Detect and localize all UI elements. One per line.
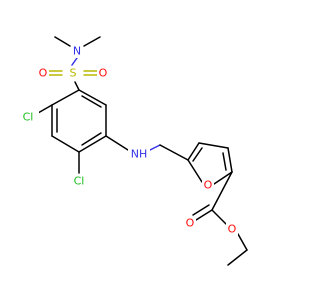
bond-c1-nh <box>105 135 129 151</box>
atom-o-furan: O <box>204 179 213 192</box>
atom-labels: N S O O Cl Cl NH O O O <box>17 45 238 236</box>
bond-furan-c4-c3 <box>198 142 229 149</box>
atom-cl-upper: Cl <box>23 111 34 124</box>
bond-furan-c2-o <box>213 171 233 185</box>
bond-n-methyl-right <box>83 36 101 47</box>
atom-s-sulfonyl: S <box>70 67 77 80</box>
bond-furan-c3-c2-inner <box>222 152 227 171</box>
bond-ring-c1-c2-inner <box>81 132 102 146</box>
bond-ch2-furan <box>159 144 189 161</box>
bond-ester-o-ch2 <box>237 233 248 251</box>
bonds <box>37 36 248 266</box>
bond-s-ring <box>74 81 80 91</box>
bond-furan-c3-c2 <box>227 147 233 173</box>
atom-cl-lower: Cl <box>74 175 85 188</box>
atom-o-sulfonyl-left: O <box>39 67 48 80</box>
bond-furan-c5-c4 <box>187 142 200 161</box>
bond-c4-cl <box>37 104 53 114</box>
bond-ethyl <box>227 249 248 266</box>
bond-ring-c5-c6-inner <box>81 95 102 108</box>
bond-n-methyl-left <box>54 36 71 47</box>
bond-furan-c5-c4-inner <box>192 147 203 162</box>
bond-furan-o-c5 <box>187 159 203 183</box>
bond-carbonyl-a <box>195 209 213 221</box>
molecule-structure: N S O O Cl Cl NH O O O <box>17 36 248 266</box>
bond-carbonyl-b <box>192 204 210 216</box>
bond-furan-carboxyl <box>211 171 233 211</box>
atom-o-carbonyl: O <box>186 217 195 230</box>
atom-o-sulfonyl-right: O <box>99 67 108 80</box>
atom-n-dimethyl: N <box>73 45 81 58</box>
bond-n-s <box>71 57 78 66</box>
atom-nh-amine: NH <box>131 148 148 161</box>
bond-ring-c5-c6 <box>78 89 107 106</box>
bond-ring-c2-c3 <box>51 135 80 153</box>
bond-ring-c4-c5 <box>51 89 80 106</box>
bond-nh-ch2 <box>149 144 161 151</box>
bond-ring-c1-c2 <box>78 135 107 153</box>
molecule-diagram: N S O O Cl Cl NH O O O <box>17 36 248 266</box>
bond-ester-c-o <box>211 209 227 225</box>
atom-o-ester: O <box>228 223 237 236</box>
